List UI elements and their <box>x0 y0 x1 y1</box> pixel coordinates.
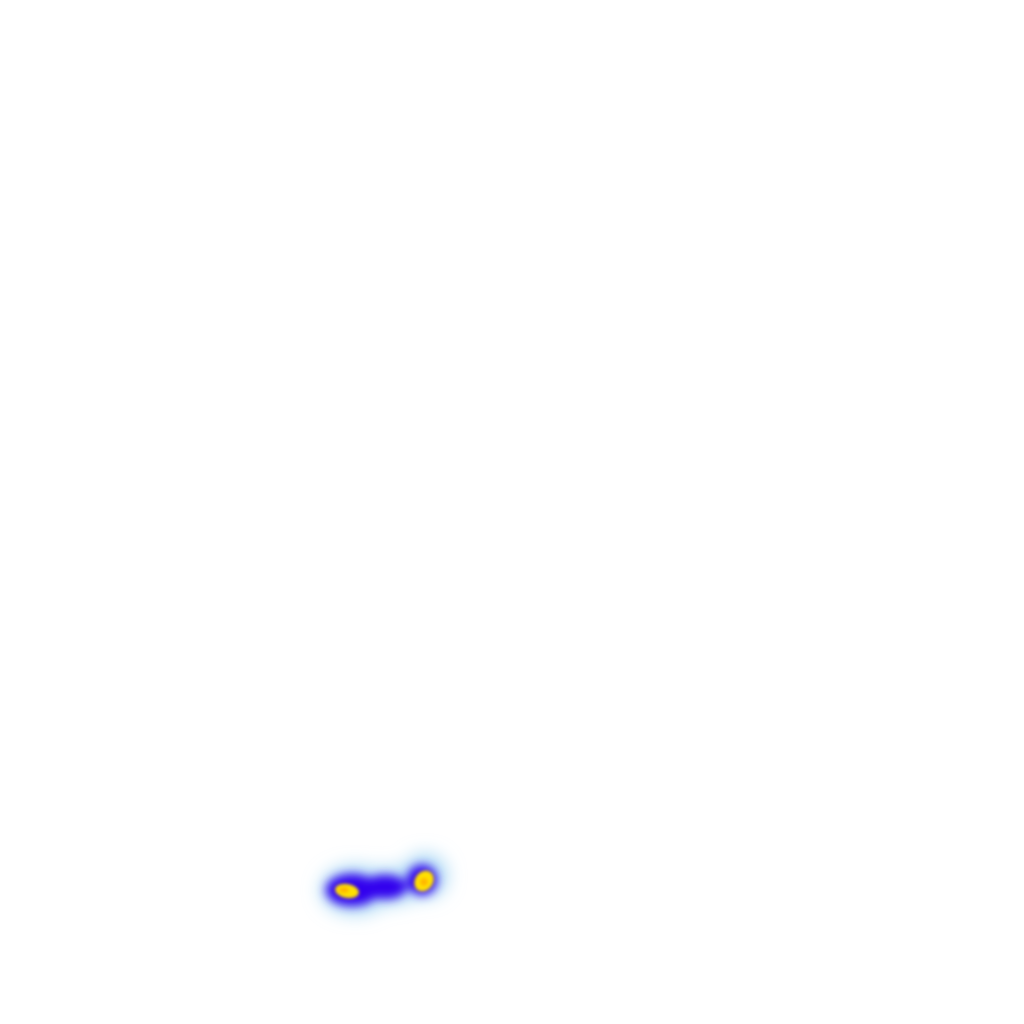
right-hotspot <box>414 870 434 892</box>
left-hotspot <box>335 883 359 899</box>
